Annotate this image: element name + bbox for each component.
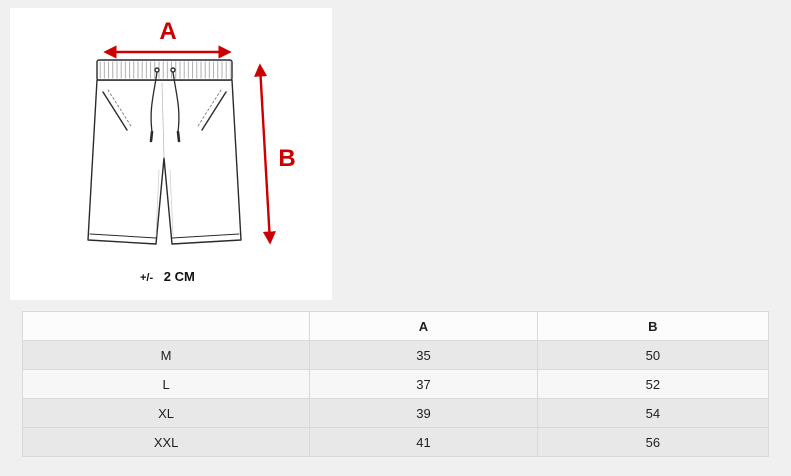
- table-row: XL 39 54: [21, 398, 770, 428]
- size-cell: XXL: [21, 427, 311, 457]
- value-b-cell: 56: [536, 427, 770, 457]
- table-row: L 37 52: [21, 369, 770, 399]
- value-a-cell: 37: [309, 369, 538, 399]
- size-cell: M: [21, 340, 311, 370]
- size-cell: L: [21, 369, 311, 399]
- size-table: A B M 35 50 L 37 52 XL 39 54 XXL 41 56: [21, 311, 770, 457]
- width-measurement-a: A: [103, 18, 232, 59]
- shorts-drawing-icon: [87, 59, 242, 245]
- table-row: M 35 50: [21, 340, 770, 370]
- measurement-label-b: B: [278, 145, 295, 172]
- value-a-cell: 39: [309, 398, 538, 428]
- shorts-measurement-diagram: A B +/- 2 CM: [87, 18, 296, 284]
- value-b-cell: 50: [536, 340, 770, 370]
- tolerance-prefix: +/-: [140, 272, 153, 284]
- size-column-header: [21, 311, 311, 341]
- length-measurement-b: B: [254, 63, 296, 245]
- size-cell: XL: [21, 398, 311, 428]
- table-row: XXL 41 56: [21, 427, 770, 457]
- column-header-b: B: [536, 311, 770, 341]
- value-a-cell: 41: [309, 427, 538, 457]
- tolerance-note: +/- 2 CM: [140, 269, 195, 284]
- size-diagram-panel: A B +/- 2 CM: [10, 8, 332, 300]
- table-header-row: A B: [21, 311, 770, 341]
- value-b-cell: 52: [536, 369, 770, 399]
- measurement-label-a: A: [159, 18, 176, 45]
- column-header-a: A: [309, 311, 538, 341]
- value-a-cell: 35: [309, 340, 538, 370]
- value-b-cell: 54: [536, 398, 770, 428]
- length-arrow-icon: [254, 63, 276, 245]
- tolerance-value: 2 CM: [164, 269, 195, 284]
